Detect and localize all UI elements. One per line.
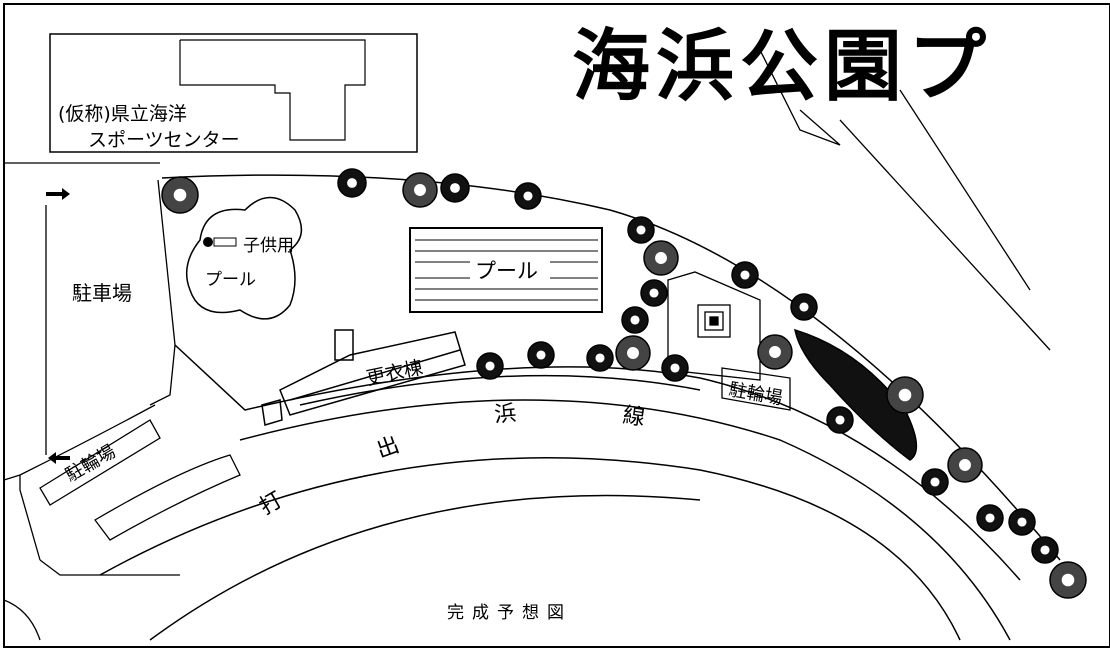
main-pool-label: プール [475, 259, 538, 283]
map-title: 海浜公園プ [572, 22, 992, 112]
tree-icon [514, 182, 542, 210]
kids-pool-label-2: プール [205, 270, 256, 290]
tree-icon [527, 341, 555, 369]
tree-icon [627, 216, 655, 244]
parking-area [3, 162, 180, 641]
tree-icon [402, 172, 438, 208]
tree-icon [757, 334, 793, 370]
tree-icon [731, 261, 759, 289]
kids-pool [185, 196, 303, 320]
map-frame [3, 3, 1110, 648]
tree-icon [826, 406, 854, 434]
tree-icon [615, 335, 651, 371]
road [99, 399, 1011, 641]
tree-icon [921, 468, 949, 496]
tree-icon [790, 293, 818, 321]
tree-icon [161, 176, 199, 214]
road-label-4: 線 [621, 403, 646, 431]
tree-icon [1008, 508, 1036, 536]
tree-icon [947, 447, 983, 483]
parking-label: 駐車場 [72, 281, 132, 305]
tree-icon [661, 354, 689, 382]
tree-icon [476, 352, 504, 380]
main-pool [409, 227, 603, 313]
tree-icon [1031, 536, 1059, 564]
tree-icon [886, 376, 924, 414]
pond [794, 328, 918, 461]
sports-center-label-2: スポーツセンター [88, 129, 240, 151]
tree-icon [337, 168, 367, 198]
map-caption: 完成予想図 [447, 603, 572, 623]
changing-building [261, 329, 466, 426]
tree-icon [640, 279, 668, 307]
bike-parking-left [39, 419, 241, 541]
arrow-left-icon [48, 452, 70, 464]
tree-icon [586, 344, 614, 372]
road-label-3: 浜 [493, 401, 517, 428]
plaza [667, 49, 1051, 381]
sports-center-label-1: (仮称)県立海洋 [58, 103, 187, 125]
tree-icon [621, 306, 649, 334]
tree-icon [643, 240, 679, 276]
tree-icon [440, 173, 470, 203]
sports-center-area: (仮称)県立海洋 スポーツセンター [49, 33, 418, 153]
tree-icon [1049, 561, 1087, 599]
bike-parking-right [721, 367, 791, 411]
arrow-right-icon [46, 188, 70, 200]
tree-icon [976, 504, 1004, 532]
trees [161, 168, 1087, 599]
kids-pool-label-1: 子供用 [243, 236, 294, 256]
